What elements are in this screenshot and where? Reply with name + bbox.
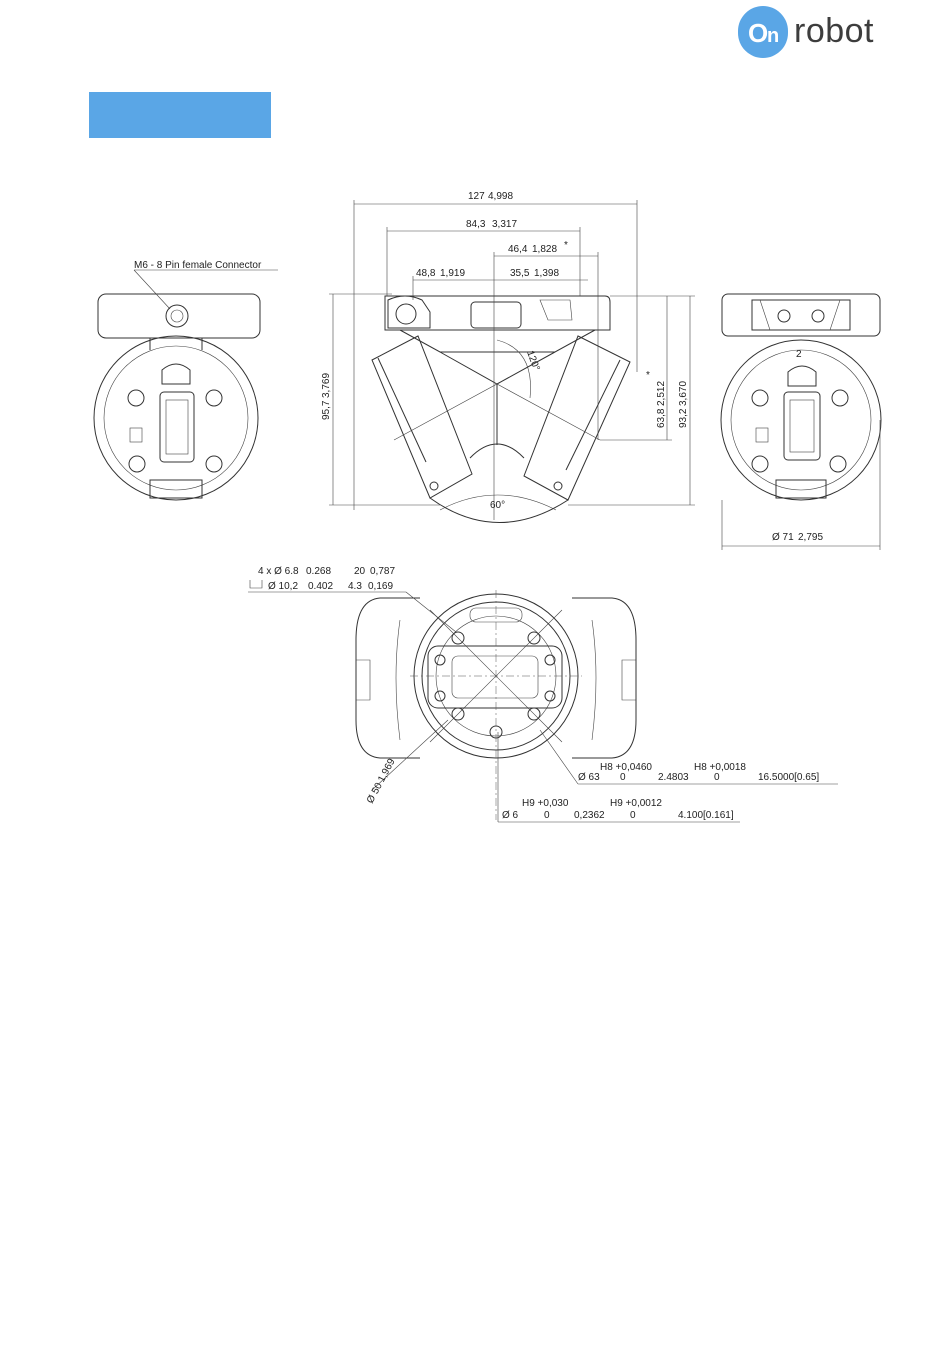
- dim-84: 84,3: [466, 219, 486, 230]
- onrobot-logo: O n: [736, 2, 878, 64]
- angle-60: 60°: [490, 500, 505, 511]
- dim-dia71-in: 2,795: [798, 532, 823, 543]
- dim-48: 48,8: [416, 268, 436, 279]
- fit6-tol-lower: 0: [544, 810, 550, 821]
- holes-depth2-in: 0,169: [368, 581, 393, 592]
- angle-120: 120°: [524, 349, 541, 372]
- fit6-dia: Ø 6: [502, 810, 519, 821]
- fit63-in-tol-lower: 0: [714, 772, 720, 783]
- dim-overall-width: 127: [468, 191, 485, 202]
- bottom-view: 4 x Ø 6.8 0.268 20 0,787 Ø 10,2 0.402 4.…: [248, 566, 838, 823]
- dim-overall-width-in: 4,998: [488, 191, 513, 202]
- svg-text:n: n: [767, 25, 779, 47]
- fit6-in-tol-upper: H9 +0,0012: [610, 798, 662, 809]
- dim-35: 35,5: [510, 268, 530, 279]
- dim-95: 95,7: [321, 400, 332, 420]
- holes-depth2: 4.3: [348, 581, 362, 592]
- holes-spec-line2: Ø 10,2: [268, 581, 298, 592]
- connector-label: M6 - 8 Pin female Connector: [134, 260, 262, 271]
- dia-50-in: 1,969: [376, 757, 398, 785]
- dim-95-in: 3,769: [321, 373, 332, 398]
- fit63-in: 2.4803: [658, 772, 689, 783]
- fit6-tol-upper: H9 +0,030: [522, 798, 569, 809]
- star-mark-top: *: [564, 240, 568, 251]
- fit63-tol-upper: H8 +0,0460: [600, 762, 652, 773]
- fit63-in-tol-upper: H8 +0,0018: [694, 762, 746, 773]
- left-view: M6 - 8 Pin female Connector: [93, 260, 278, 501]
- dim-35-in: 1,398: [534, 268, 559, 279]
- fit6-in: 0,2362: [574, 810, 605, 821]
- side-number: 2: [796, 349, 802, 360]
- fit63-depth: 16.5000[0.65]: [758, 772, 819, 783]
- dia-50: Ø 50: [365, 781, 385, 806]
- dim-46-in: 1,828: [532, 244, 557, 255]
- center-view: 127 4,998 84,3 3,317 46,4 1,828 * 48,8 1…: [321, 191, 695, 523]
- right-view: 2 Ø 71 2,795: [720, 293, 882, 550]
- fit6-in-tol-lower: 0: [630, 810, 636, 821]
- holes-spec-line2-in: 0.402: [308, 581, 333, 592]
- dim-46: 46,4: [508, 244, 528, 255]
- star-mark-side: *: [646, 370, 650, 381]
- holes-depth1-in: 0,787: [370, 566, 395, 577]
- fit63-dia: Ø 63: [578, 772, 600, 783]
- dim-dia71: Ø 71: [772, 532, 794, 543]
- logo-wordmark: robot: [794, 12, 874, 50]
- onrobot-logo-mark: O n: [738, 6, 788, 58]
- holes-spec-line1: 4 x Ø 6.8: [258, 566, 299, 577]
- dim-93: 93,2: [678, 408, 689, 428]
- dim-63: 63,8: [656, 408, 667, 428]
- section-header-bar: [89, 92, 271, 138]
- dim-93-in: 3,670: [678, 381, 689, 406]
- fit63-tol-lower: 0: [620, 772, 626, 783]
- dim-48-in: 1,919: [440, 268, 465, 279]
- dim-63-in: 2,512: [656, 381, 667, 406]
- holes-spec-line1-in: 0.268: [306, 566, 331, 577]
- dim-84-in: 3,317: [492, 219, 517, 230]
- fit6-depth: 4.100[0.161]: [678, 810, 734, 821]
- holes-depth1: 20: [354, 566, 366, 577]
- svg-text:O: O: [748, 18, 768, 48]
